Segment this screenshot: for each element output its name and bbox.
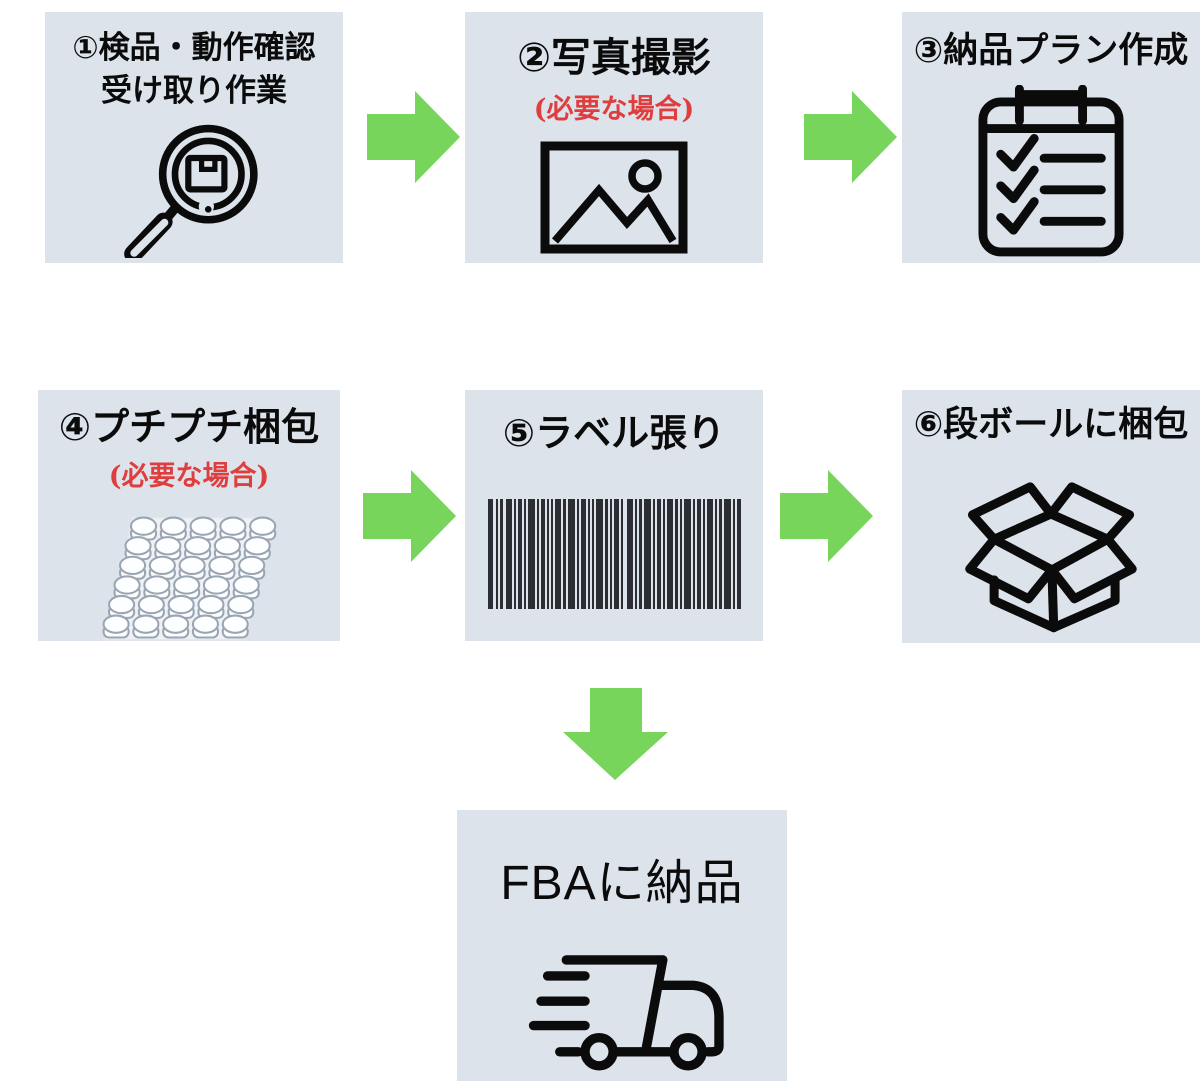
flow-arrow-1 xyxy=(367,88,460,186)
step-box-2-photo: ②写真撮影 (必要な場合) xyxy=(465,12,763,263)
open-cardboard-box-icon xyxy=(965,482,1137,633)
step-1-title-line1: ①検品・動作確認 xyxy=(72,30,316,65)
step-6-title: ⑥段ボールに梱包 xyxy=(913,405,1189,444)
barcode-icon xyxy=(487,499,741,610)
step-5-title: ⑤ラベル張り xyxy=(502,413,726,455)
flow-arrow-down xyxy=(563,688,668,780)
step-box-6-carton: ⑥段ボールに梱包 xyxy=(902,390,1200,643)
step-1-title-line2: 受け取り作業 xyxy=(101,73,287,109)
step-box-7-fba-delivery: FBAに納品 xyxy=(457,810,787,1081)
step-2-note: (必要な場合) xyxy=(533,94,695,125)
bubble-wrap-icon xyxy=(102,516,277,641)
photo-image-icon xyxy=(540,141,688,254)
step-box-3-plan: ③納品プラン作成 xyxy=(902,12,1200,263)
step-4-note: (必要な場合) xyxy=(108,461,270,493)
flow-arrow-4 xyxy=(780,467,873,565)
step-2-title: ②写真撮影 xyxy=(517,36,711,80)
magnifier-package-icon xyxy=(124,124,258,258)
step-box-5-label: ⑤ラベル張り xyxy=(465,390,763,641)
flow-arrow-2 xyxy=(804,88,897,186)
step-box-4-bubblewrap: ④プチプチ梱包 (必要な場合) xyxy=(38,390,340,641)
step-7-title: FBAに納品 xyxy=(500,857,744,910)
delivery-truck-icon xyxy=(528,955,724,1071)
flow-arrow-3 xyxy=(363,467,456,565)
step-4-title: ④プチプチ梱包 xyxy=(58,407,320,449)
checklist-icon xyxy=(978,85,1124,257)
step-box-1-inspection: ①検品・動作確認 受け取り作業 xyxy=(45,12,343,263)
step-3-title: ③納品プラン作成 xyxy=(913,31,1189,70)
